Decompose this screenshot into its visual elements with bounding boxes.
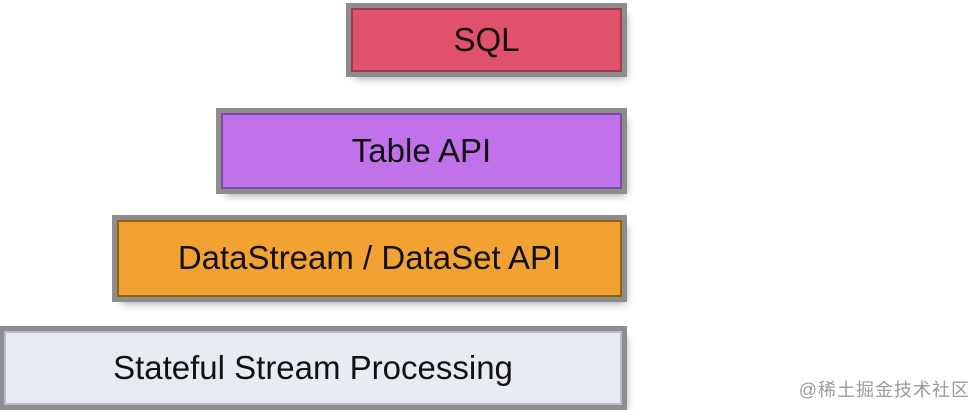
stack-layer-table-api-label: Table API (351, 131, 492, 169)
watermark-text: @稀土掘金技术社区 (798, 380, 970, 400)
stack-layer-datastream-dataset-api-label: DataStream / DataSet API (177, 239, 562, 276)
stack-layer-sql: SQL (351, 8, 622, 72)
stack-layer-datastream-dataset-api: DataStream / DataSet API (117, 220, 622, 297)
stack-layer-stateful-stream-processing-label: Stateful Stream Processing (113, 348, 513, 386)
stack-layer-stateful-stream-processing: Stateful Stream Processing (4, 331, 622, 405)
stack-layer-table-api: Table API (221, 113, 622, 189)
stack-layer-sql-label: SQL (453, 20, 520, 58)
